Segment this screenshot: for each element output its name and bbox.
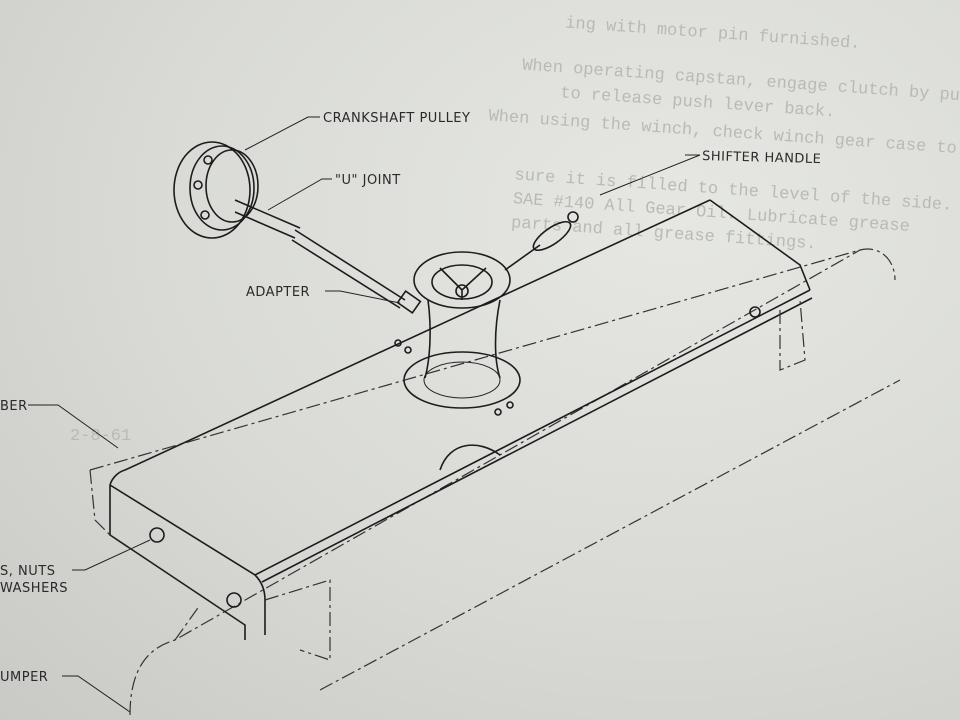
bolt-icon <box>149 527 165 543</box>
mounting-channel <box>89 199 813 661</box>
crankshaft-pulley <box>173 141 259 239</box>
label-adapter: ADAPTER <box>246 285 310 300</box>
label-shifter-handle: SHIFTER HANDLE <box>702 149 822 167</box>
adapter-part <box>396 289 422 315</box>
shifter-handle <box>504 211 579 271</box>
label-crankshaft-pulley: CRANKSHAFT PULLEY <box>323 111 470 126</box>
label-washers: WASHERS <box>0 581 68 596</box>
label-u-joint: "U" JOINT <box>335 173 401 188</box>
bumper-outline <box>89 248 901 716</box>
label-bolts-nuts: S, NUTS <box>0 564 55 579</box>
ghost-date: 2-8-61 <box>70 427 131 446</box>
ghost-line: ing with motor pin furnished. <box>565 14 861 54</box>
capstan <box>394 251 521 471</box>
label-member: BER <box>0 399 28 414</box>
bolt-icon <box>226 592 242 608</box>
bolt-icon <box>749 306 761 318</box>
drive-shaft <box>234 199 422 315</box>
label-bumper: UMPER <box>0 670 48 685</box>
leader-lines <box>28 116 701 713</box>
background-text: ing with motor pin furnished. When opera… <box>488 14 960 254</box>
